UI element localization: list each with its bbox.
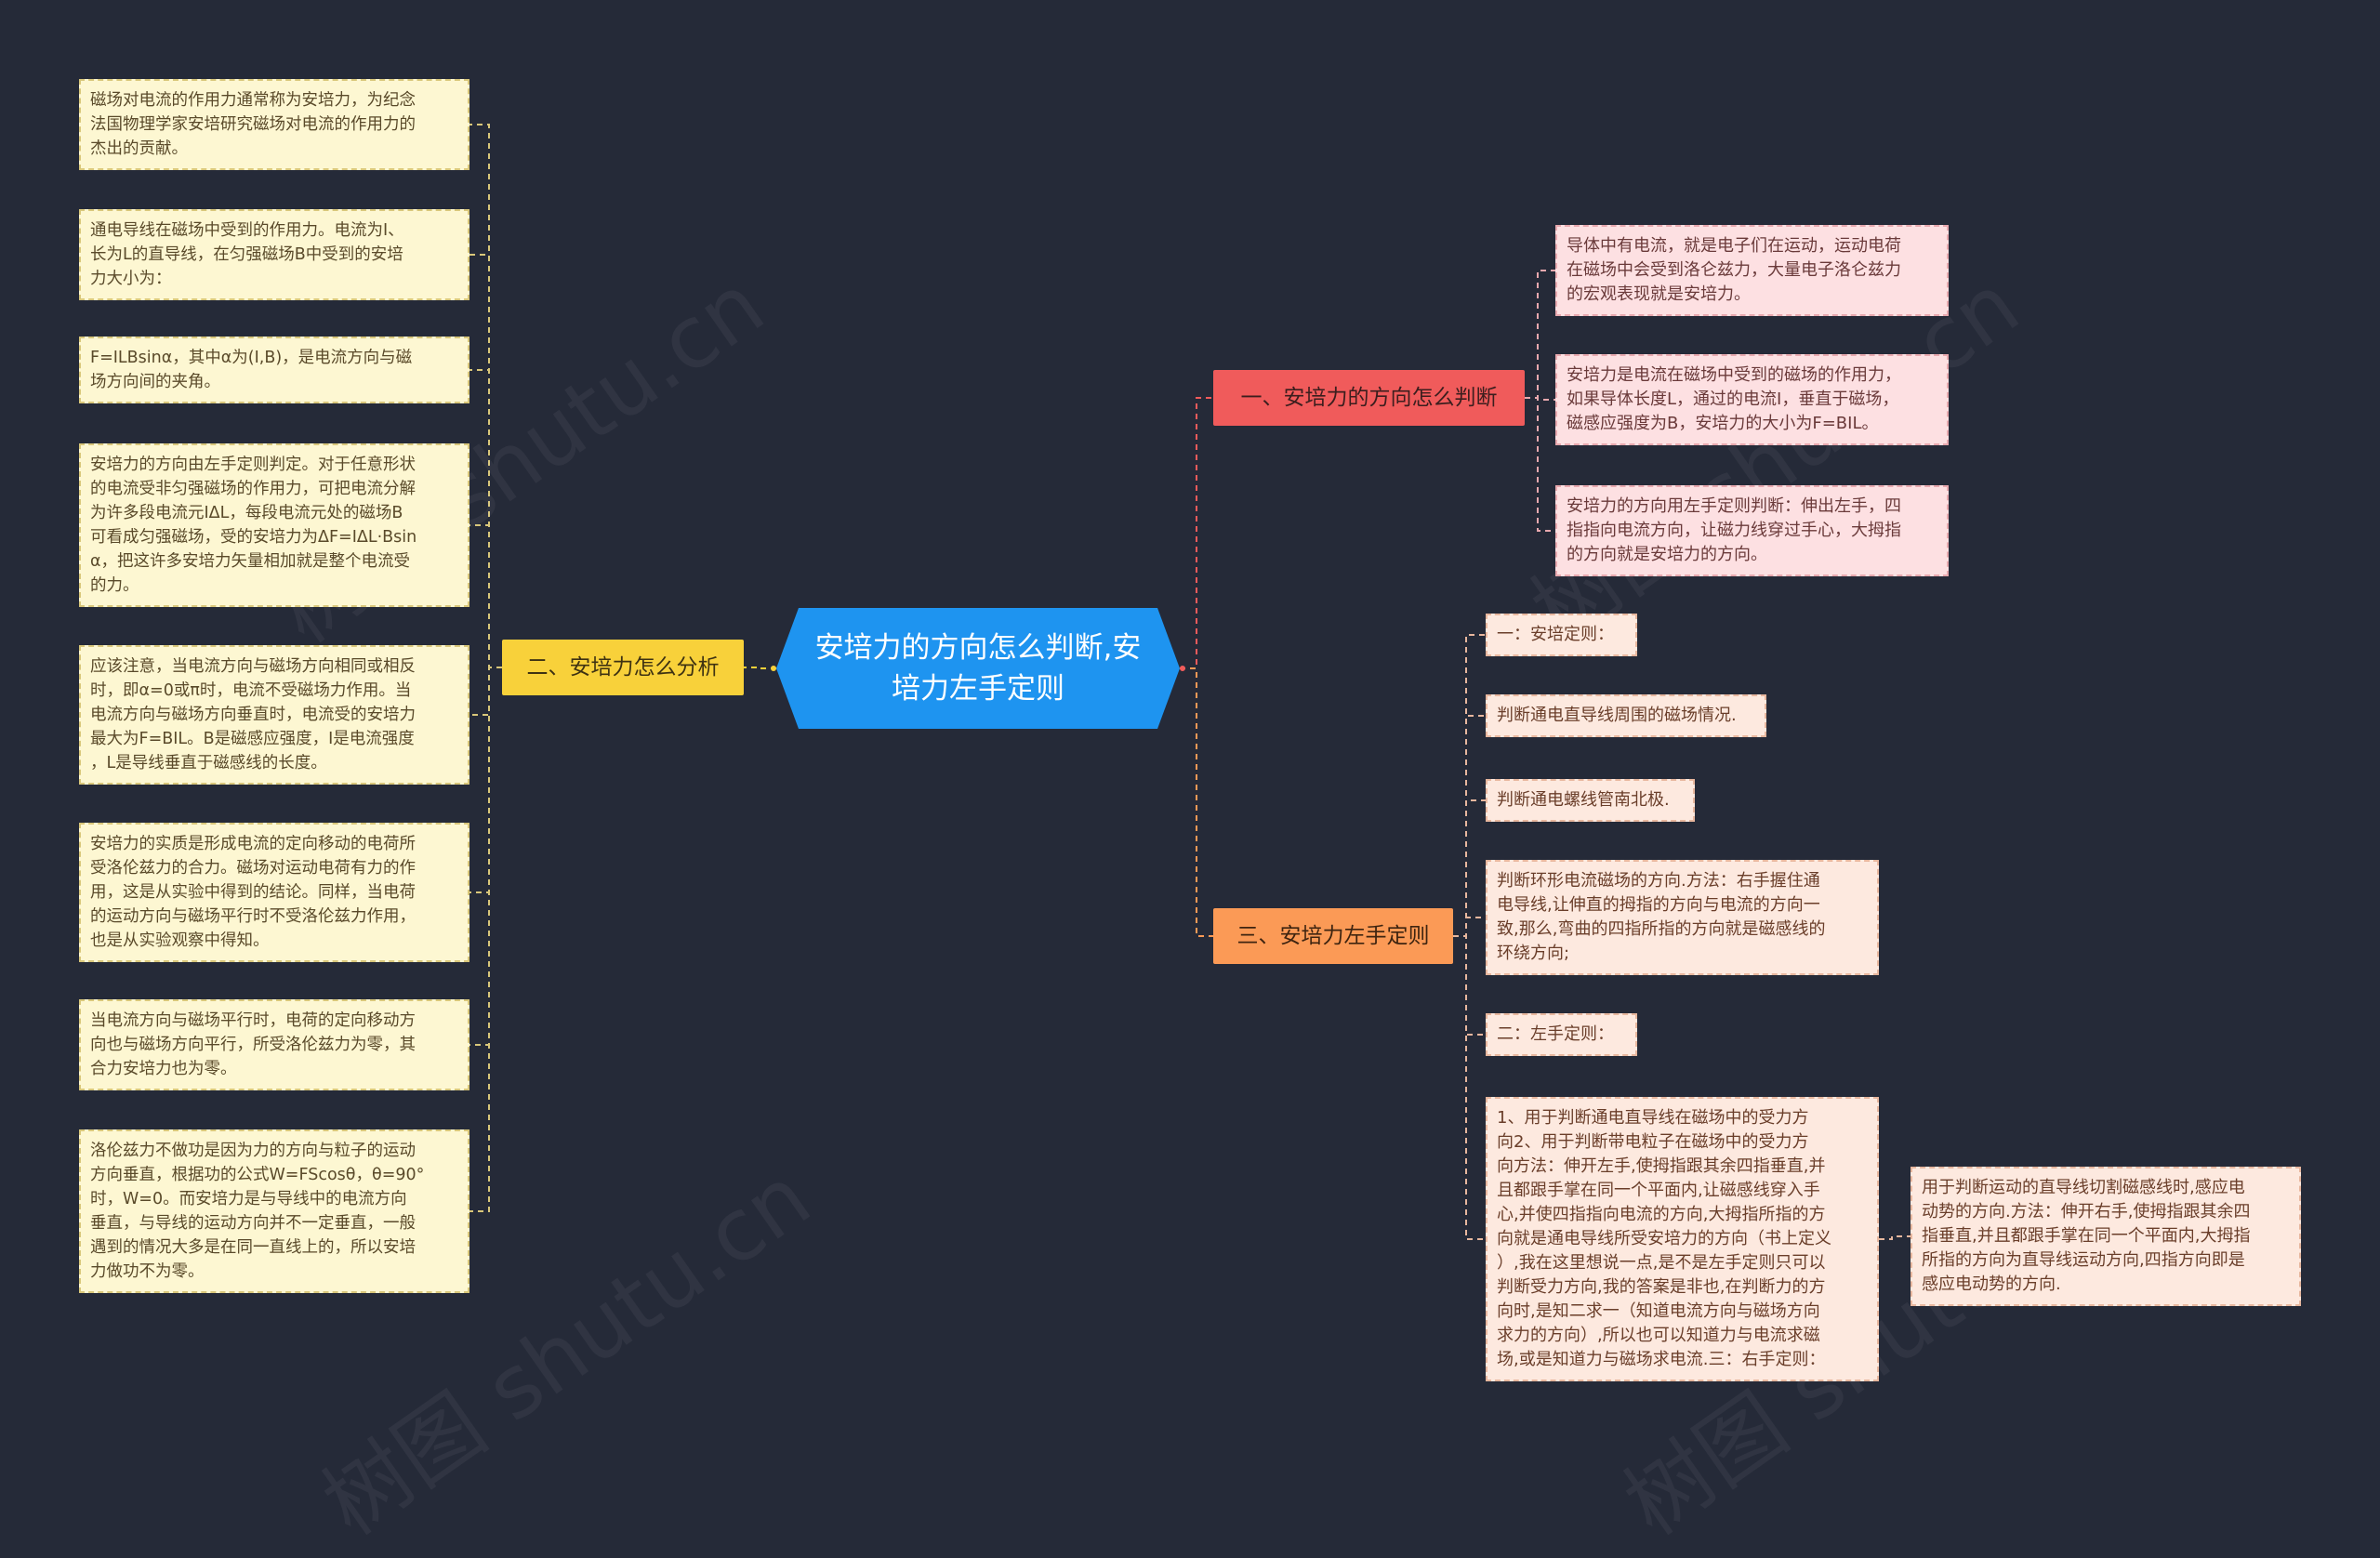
branch-3-sub-leaf[interactable]: 用于判断运动的直导线切割磁感线时,感应电 动势的方向.方法：伸开右手,使拇指跟其… (1911, 1167, 2301, 1306)
branch-2-to-leaf-6-line (469, 667, 502, 893)
branch-3-leaf-2[interactable]: 判断通电直导线周围的磁场情况. (1486, 694, 1766, 737)
branch-2-to-leaf-2-line (469, 254, 502, 668)
branch-1-label: 一、安培力的方向怎么判断 (1240, 386, 1498, 410)
root-to-branch-2-line (744, 667, 776, 669)
root-right-dot (1180, 666, 1185, 671)
branch-3-leaf-5[interactable]: 二：左手定则： (1486, 1013, 1637, 1056)
mindmap-canvas: 树图 shutu.cn 树图 shutu.cn 树图 shutu.cn 树图 s… (79, 79, 2301, 1554)
branch-1-topic[interactable]: 一、安培力的方向怎么判断 (1213, 370, 1525, 426)
branch-2-leaf-6[interactable]: 安培力的实质是形成电流的定向移动的电荷所 受洛伦兹力的合力。磁场对运动电荷有力的… (79, 823, 469, 962)
branch-1-to-leaf-3-line (1525, 397, 1555, 532)
branch-3-to-leaf-5-line (1453, 935, 1486, 1036)
branch-2-to-leaf-1-line (469, 124, 502, 668)
branch-3-to-leaf-1-line (1453, 634, 1486, 937)
branch-2-leaf-7[interactable]: 当电流方向与磁场平行时，电荷的定向移动方 向也与磁场方向平行，所受洛伦兹力为零，… (79, 999, 469, 1090)
branch-3-to-leaf-3-line (1453, 799, 1486, 937)
leaf-6-to-sub-leaf-line (1879, 1235, 1911, 1240)
branch-3-leaf-4[interactable]: 判断环形电流磁场的方向.方法：右手握住通 电导线,让伸直的拇指的方向与电流的方向… (1486, 860, 1879, 975)
root-to-branch-3-line (1180, 667, 1213, 937)
branch-2-to-leaf-8-line (469, 667, 502, 1212)
branch-2-label: 二、安培力怎么分析 (526, 655, 720, 680)
branch-3-leaf-6[interactable]: 1、用于判断通电直导线在磁场中的受力方 向2、用于判断带电粒子在磁场中的受力方 … (1486, 1097, 1879, 1381)
branch-2-topic[interactable]: 二、安培力怎么分析 (502, 640, 744, 695)
branch-2-leaf-3[interactable]: F=ILBsinα，其中α为(I,B)，是电流方向与磁 场方向间的夹角。 (79, 337, 469, 403)
branch-3-to-leaf-6-line (1453, 935, 1486, 1240)
branch-3-to-leaf-2-line (1453, 715, 1486, 937)
branch-3-leaf-3[interactable]: 判断通电螺线管南北极. (1486, 779, 1695, 822)
root-topic-label: 安培力的方向怎么判断,安培力左手定则 (814, 631, 1142, 706)
branch-2-leaf-5[interactable]: 应该注意，当电流方向与磁场方向相同或相反 时，即α=0或π时，电流不受磁场力作用… (79, 645, 469, 785)
branch-1-to-leaf-1-line (1525, 270, 1555, 399)
branch-3-to-leaf-4-line (1453, 917, 1486, 937)
branch-3-leaf-1[interactable]: 一：安培定则： (1486, 614, 1637, 656)
branch-2-leaf-8[interactable]: 洛伦兹力不做功是因为力的方向与粒子的运动 方向垂直，根据功的公式W=FScosθ… (79, 1129, 469, 1293)
branch-3-label: 三、安培力左手定则 (1236, 924, 1430, 948)
branch-1-leaf-2[interactable]: 安培力是电流在磁场中受到的磁场的作用力， 如果导体长度L，通过的电流I，垂直于磁… (1555, 354, 1949, 445)
branch-1-leaf-1[interactable]: 导体中有电流，就是电子们在运动，运动电荷 在磁场中会受到洛仑兹力，大量电子洛仑兹… (1555, 225, 1949, 316)
branch-2-leaf-4[interactable]: 安培力的方向由左手定则判定。对于任意形状 的电流受非匀强磁场的作用力，可把电流分… (79, 443, 469, 607)
branch-2-leaf-2[interactable]: 通电导线在磁场中受到的作用力。电流为I、 长为L的直导线，在匀强磁场B中受到的安… (79, 209, 469, 300)
root-left-dot (771, 666, 776, 671)
root-to-branch-1-line (1180, 397, 1213, 669)
branch-2-leaf-1[interactable]: 磁场对电流的作用力通常称为安培力，为纪念 法国物理学家安培研究磁场对电流的作用力… (79, 79, 469, 170)
branch-2-to-leaf-5-line (469, 667, 502, 716)
branch-1-leaf-3[interactable]: 安培力的方向用左手定则判断：伸出左手，四 指指向电流方向，让磁力线穿过手心，大拇… (1555, 485, 1949, 576)
root-topic[interactable]: 安培力的方向怎么判断,安培力左手定则 (776, 608, 1180, 729)
connector-lines (469, 124, 1911, 1240)
branch-2-to-leaf-3-line (469, 369, 502, 668)
branch-2-to-leaf-4-line (469, 524, 502, 668)
branch-3-topic[interactable]: 三、安培力左手定则 (1213, 908, 1453, 964)
branch-2-to-leaf-7-line (469, 667, 502, 1046)
